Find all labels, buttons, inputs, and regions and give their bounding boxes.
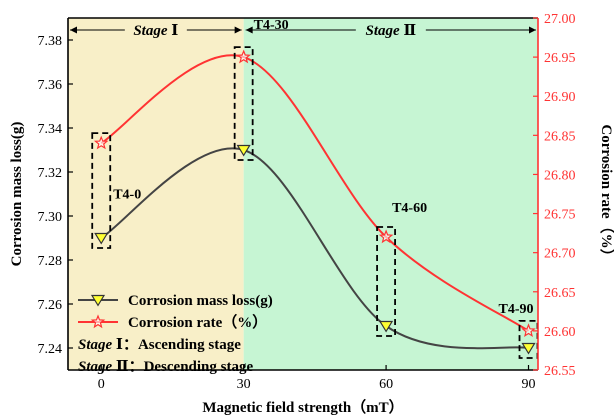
left-axis-title: Corrosion mass loss(g) xyxy=(9,122,25,267)
stage-background-1 xyxy=(68,18,244,370)
data-point-mass-loss-2 xyxy=(236,144,251,157)
right-tick-label-3: 26.65 xyxy=(544,286,576,301)
annotation-label-4: T4-90 xyxy=(499,302,534,317)
axes: 7.24 7.26 7.28 7.30 7.32 7.34 7.36 7.38 26.55 26.… xyxy=(9,12,614,416)
stage-background-2 xyxy=(243,18,539,370)
legend-marker-mass-loss xyxy=(90,294,106,307)
left-tick-label-5: 7.32 xyxy=(38,166,63,181)
legend-stage-note-2: Stage Ⅱ：Descending stage xyxy=(78,359,253,375)
annotation-box-1 xyxy=(91,132,112,249)
plot-frame xyxy=(67,17,539,371)
series-line-corrosion-rate xyxy=(100,54,530,332)
data-point-corrosion-rate-1 xyxy=(93,135,109,150)
data-point-mass-loss-1 xyxy=(94,232,109,245)
left-tick-label-4: 7.30 xyxy=(38,210,63,225)
x-axis-title: Magnetic field strength（mT） xyxy=(202,398,403,416)
left-tick-label-2: 7.26 xyxy=(38,298,63,313)
series-line-mass-loss xyxy=(100,147,529,350)
right-tick-label-4: 26.70 xyxy=(544,247,576,262)
right-tick-label-8: 26.90 xyxy=(544,90,576,105)
x-tick-label-4: 90 xyxy=(522,377,536,392)
data-point-corrosion-rate-4 xyxy=(521,323,536,338)
stage-backgrounds xyxy=(68,18,539,370)
right-tick-label-10: 27.00 xyxy=(544,12,576,27)
stage-1-arrow-head-right xyxy=(234,26,242,34)
stage-header: Stage Ⅰ Stage Ⅱ xyxy=(70,20,536,40)
legend-stage-note-1: Stage Ⅰ：Ascending stage xyxy=(78,337,241,353)
data-point-corrosion-rate-3 xyxy=(378,229,394,244)
stage-2-label: Stage Ⅱ xyxy=(366,23,417,39)
data-point-corrosion-rate-2 xyxy=(236,49,251,64)
left-tick-label-1: 7.24 xyxy=(38,342,63,357)
stage-1-label: Stage Ⅰ xyxy=(133,23,178,39)
stage-1-label-bg xyxy=(124,20,187,40)
right-tick-label-5: 26.75 xyxy=(544,208,576,223)
right-tick-label-6: 26.80 xyxy=(544,168,576,183)
annotation-label-1: T4-0 xyxy=(113,188,141,203)
annotation-box-4 xyxy=(518,319,539,359)
right-tick-label-7: 26.85 xyxy=(544,129,576,144)
right-tick-label-1: 26.55 xyxy=(544,364,576,379)
right-tick-label-9: 26.95 xyxy=(544,51,576,66)
right-axis-title: Corrosion rate（%） xyxy=(598,124,614,263)
legend-marker-corrosion-rate xyxy=(90,314,106,329)
x-tick-label-3: 60 xyxy=(379,377,393,392)
legend-label-mass-loss: Corrosion mass loss(g) xyxy=(128,293,273,309)
stage-2-arrow-head-left xyxy=(245,26,253,34)
left-tick-label-7: 7.36 xyxy=(38,78,63,93)
right-tick-label-2: 26.60 xyxy=(544,325,576,340)
stage-1-arrow-head-left xyxy=(70,26,77,34)
annotation-box-2 xyxy=(233,46,254,161)
data-point-mass-loss-3 xyxy=(379,320,394,333)
stage-2-label-bg xyxy=(355,20,426,40)
x-tick-label-1: 0 xyxy=(98,377,105,392)
legend: Corrosion mass loss(g) Corrosion rate（%） S… xyxy=(78,293,273,375)
data-point-mass-loss-4 xyxy=(521,342,536,355)
annotation-label-2: T4-30 xyxy=(254,18,289,33)
legend-label-corrosion-rate: Corrosion rate（%） xyxy=(128,313,267,331)
left-tick-label-6: 7.34 xyxy=(38,122,63,137)
stage-2-arrow-head-right xyxy=(529,26,536,34)
x-tick-label-2: 30 xyxy=(237,377,251,392)
series-markers xyxy=(93,49,536,355)
left-tick-label-8: 7.38 xyxy=(38,34,63,49)
annotation-label-3: T4-60 xyxy=(392,201,427,216)
annotation-box-3 xyxy=(376,226,396,337)
left-tick-label-3: 7.28 xyxy=(38,254,63,269)
series-lines xyxy=(100,54,530,350)
